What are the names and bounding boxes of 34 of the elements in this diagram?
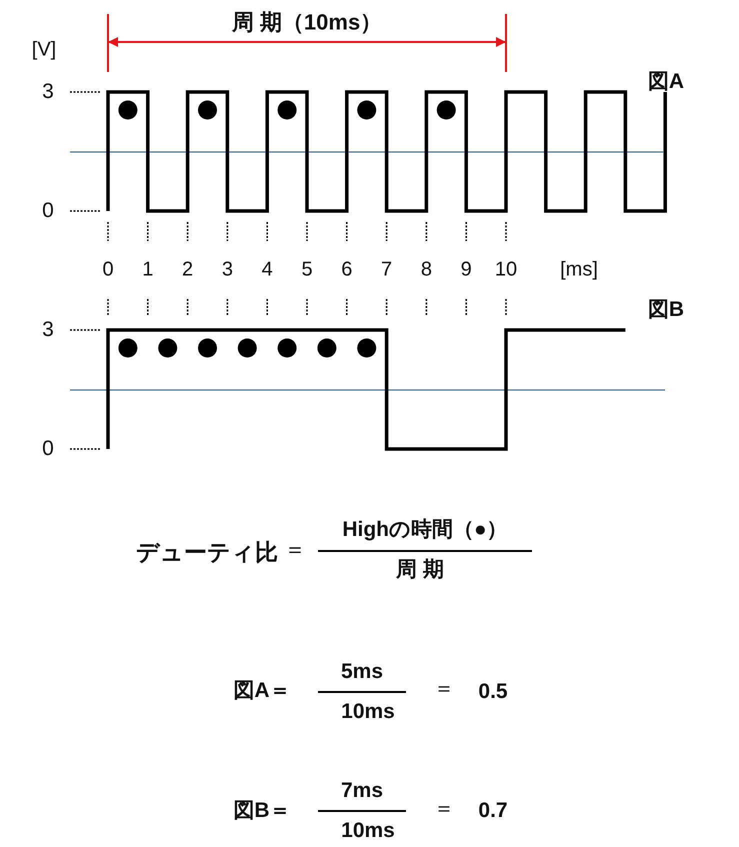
axis-tick-label: 8	[420, 258, 432, 282]
formula-text: 10ms	[341, 818, 395, 844]
formula-text: ＝	[284, 536, 306, 562]
formula-text: 図A＝	[233, 678, 291, 704]
formula-text: 0.5	[478, 680, 508, 704]
axis-tick-label: 0	[42, 436, 54, 462]
formula-text: 0.7	[478, 798, 508, 824]
axis-tick-label: 0	[102, 258, 114, 282]
axis-tick-label: 1	[142, 258, 154, 282]
axis-tick-label: 7	[381, 258, 392, 282]
formula-text: 10ms	[341, 700, 395, 724]
axis-tick-label: 9	[460, 258, 472, 282]
formula-text: 5ms	[340, 660, 384, 684]
axis-tick-label: 4	[262, 258, 273, 282]
axis-tick-label: 3	[42, 80, 54, 104]
axis-tick-label: 2	[182, 258, 194, 282]
formula-text: 7ms	[340, 778, 384, 804]
dimension-label: 周 期（10ms）	[232, 9, 382, 35]
formula-text: Highの時間（●）	[342, 518, 508, 542]
axis-unit: [V]	[32, 38, 56, 62]
axis-tick-label: 6	[341, 258, 352, 282]
formula-text: 図B＝	[233, 798, 291, 824]
formula-text: デューティ比	[136, 538, 278, 566]
axis-unit: [ms]	[560, 258, 598, 282]
axis-tick-label: 0	[42, 198, 54, 224]
panel-label: 図B	[648, 298, 684, 322]
axis-tick-label: 3	[222, 258, 233, 282]
formula-text: ＝	[434, 676, 454, 702]
axis-tick-label: 10	[494, 258, 518, 282]
axis-tick-label: 3	[42, 318, 54, 342]
formula-text: 周 期	[396, 558, 444, 582]
axis-tick-label: 5	[301, 258, 313, 282]
panel-label: 図A	[648, 70, 684, 94]
formula-text: ＝	[434, 796, 454, 822]
